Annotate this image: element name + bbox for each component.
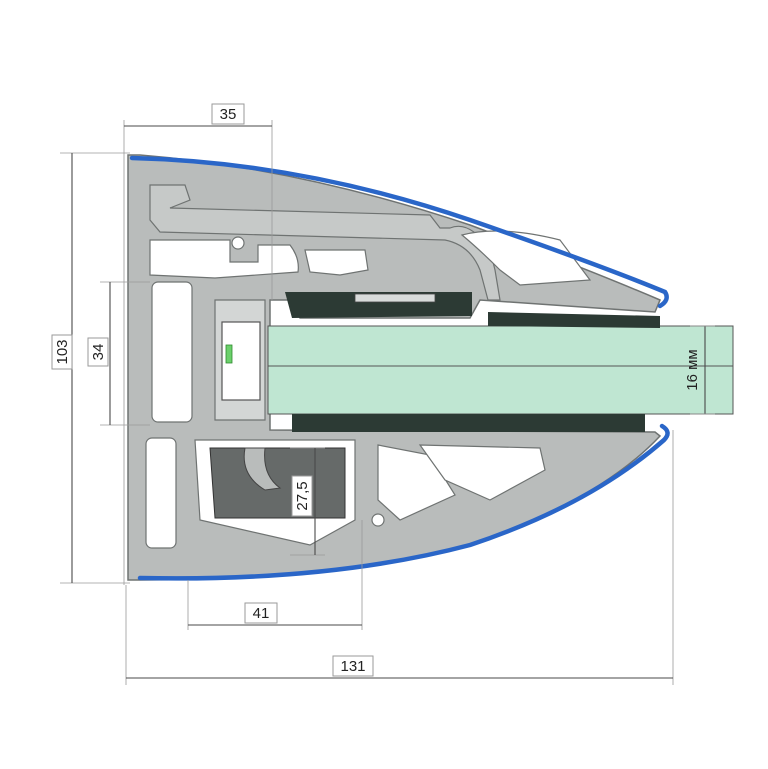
cavity-lower-2 bbox=[418, 444, 546, 501]
dim-label-bottom-width: 41 bbox=[253, 605, 270, 622]
dim-label-overall-width: 131 bbox=[340, 658, 365, 675]
aluminium-profile bbox=[127, 154, 662, 581]
dim-label-glass-zone: 34 bbox=[90, 344, 107, 361]
cavity-upper-mid bbox=[304, 249, 369, 276]
dim-label-glass-thickness: 16 мм bbox=[684, 349, 701, 390]
blue-cover bbox=[129, 155, 670, 581]
glass-layer-bottom bbox=[267, 365, 734, 415]
cover-bottom bbox=[137, 423, 670, 581]
glass-layer-top bbox=[267, 325, 734, 367]
gasket-top-right bbox=[488, 312, 660, 328]
cavity-upper-right bbox=[460, 230, 592, 286]
cavity-left-2 bbox=[145, 437, 177, 549]
dim-label-overall-height: 103 bbox=[54, 339, 71, 364]
wedge-hook bbox=[243, 447, 282, 491]
level-marker bbox=[225, 344, 233, 364]
wedge-block bbox=[209, 447, 346, 519]
screw-port-upper bbox=[231, 236, 245, 250]
gaskets bbox=[285, 292, 660, 432]
screw-port-lower bbox=[371, 513, 385, 527]
dimension-lines bbox=[60, 120, 715, 685]
dimension-labels: 35 103 34 27,5 41 131 16 мм bbox=[51, 103, 701, 677]
gasket-top-left-insert bbox=[354, 293, 436, 303]
glass-pane bbox=[267, 325, 734, 415]
cavity-left-1 bbox=[151, 281, 193, 423]
dim-label-channel-depth: 27,5 bbox=[294, 481, 311, 510]
cover-top bbox=[129, 155, 669, 309]
gasket-bottom bbox=[292, 414, 645, 432]
dim-label-top-width: 35 bbox=[220, 106, 237, 123]
cavity-upper-left bbox=[149, 239, 299, 279]
cavity-lower-1 bbox=[377, 444, 456, 521]
